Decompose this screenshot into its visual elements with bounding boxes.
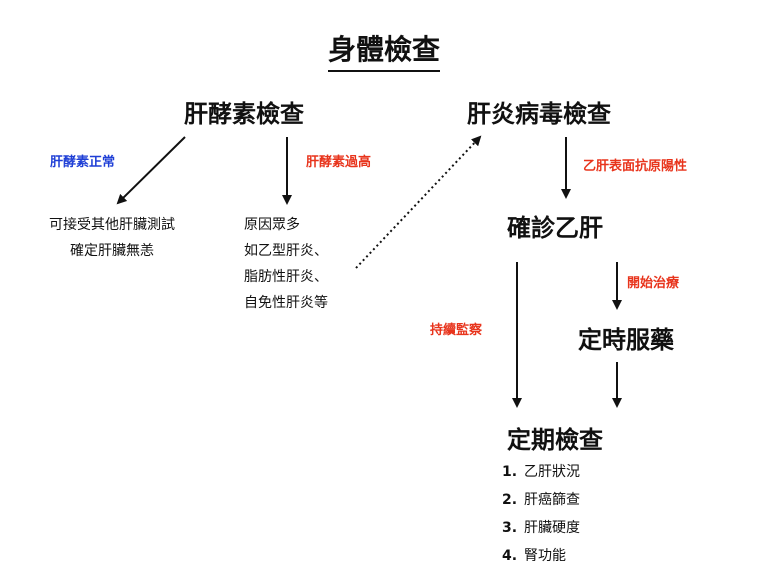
label-enzyme-high: 肝酵素過高 [306,155,372,170]
list-item: 1. 乙肝狀況 [502,458,580,486]
note-line: 原因眾多 [244,217,300,233]
list-item-number: 1. [502,464,518,480]
note-line: 自免性肝炎等 [244,295,328,311]
note-normal-outcome: 可接受其他肝臟測試 確定肝臟無恙 [22,212,202,264]
note-line: 脂肪性肝炎、 [244,269,328,285]
page-title: 身體檢查 [0,28,768,72]
arrow-to-virus-test [355,135,482,269]
list-item-text: 肝癌篩查 [524,492,580,508]
list-item-number: 4. [502,548,518,564]
label-enzyme-normal: 肝酵素正常 [50,155,116,170]
list-item-number: 3. [502,520,518,536]
page-title-text: 身體檢查 [327,33,440,72]
label-start-treatment: 開始治療 [627,276,680,291]
checkup-items-list: 1. 乙肝狀況 2. 肝癌篩查 3. 肝臟硬度 4. 腎功能 [502,458,580,570]
node-confirmed-hepb: 確診乙肝 [507,214,603,242]
list-item: 2. 肝癌篩查 [502,486,580,514]
list-item-text: 肝臟硬度 [524,520,580,536]
node-liver-enzyme-test: 肝酵素檢查 [184,100,304,128]
list-item: 4. 腎功能 [502,542,580,570]
list-item-number: 2. [502,492,518,508]
label-hepb-positive: 乙肝表面抗原陽性 [583,159,688,174]
arrow-enzyme-normal [116,136,186,205]
note-high-causes: 原因眾多 如乙型肝炎、 脂肪性肝炎、 自免性肝炎等 [244,212,328,316]
node-hepatitis-virus-test: 肝炎病毒檢查 [467,100,611,128]
note-line: 可接受其他肝臟測試 [49,217,175,233]
list-item-text: 腎功能 [524,548,566,564]
node-regular-checkup: 定期檢查 [507,426,603,454]
note-line: 如乙型肝炎、 [244,243,328,259]
label-continuous-monitoring: 持續監察 [430,323,483,338]
list-item: 3. 肝臟硬度 [502,514,580,542]
list-item-text: 乙肝狀況 [524,464,580,480]
note-line: 確定肝臟無恙 [70,243,154,259]
node-regular-medication: 定時服藥 [578,326,674,354]
